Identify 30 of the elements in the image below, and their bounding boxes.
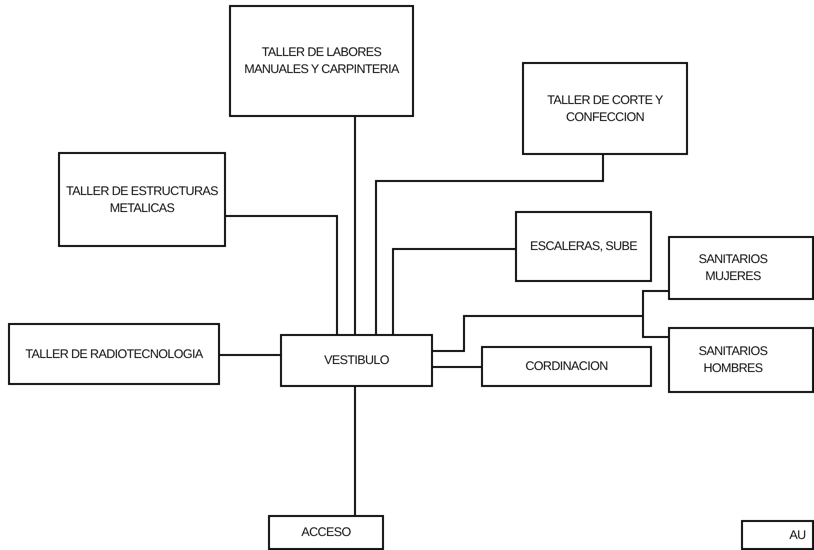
connector-line xyxy=(433,366,481,368)
room-label: TALLER DE CORTE Y CONFECCION xyxy=(546,92,664,126)
room-label: TALLER DE RADIOTECNOLOGIA xyxy=(25,346,203,362)
room-box xyxy=(229,5,414,117)
room-label: TALLER DE LABORES MANUALES Y CARPINTERIA xyxy=(243,44,400,78)
room-label: SANITARIOS HOMBRES xyxy=(698,343,768,377)
room-box xyxy=(522,62,688,155)
room-label: SANITARIOS MUJERES xyxy=(698,251,768,285)
room-label: ESCALERAS, SUBE xyxy=(530,238,638,255)
room-label: VESTIBULO xyxy=(324,352,389,369)
connector-line xyxy=(354,117,356,334)
connector-line xyxy=(354,387,356,515)
room-box xyxy=(8,323,220,385)
room-box xyxy=(58,152,226,247)
connector-line xyxy=(392,248,515,334)
room-label: TALLER DE ESTRUCTURAS METALICAS xyxy=(65,182,219,216)
room-label: CORDINACION xyxy=(525,358,608,375)
connector-line xyxy=(220,354,280,356)
room-box xyxy=(268,515,384,550)
room-box xyxy=(481,346,652,387)
room-box xyxy=(741,520,814,550)
room-box xyxy=(280,334,433,387)
room-label: AU xyxy=(789,526,806,544)
connector-line xyxy=(226,215,338,334)
room-box xyxy=(668,236,814,300)
room-box xyxy=(515,211,652,282)
connector-line xyxy=(433,315,668,352)
room-box xyxy=(668,327,814,393)
connector-line xyxy=(375,155,604,334)
room-label: ACCESO xyxy=(301,524,351,541)
